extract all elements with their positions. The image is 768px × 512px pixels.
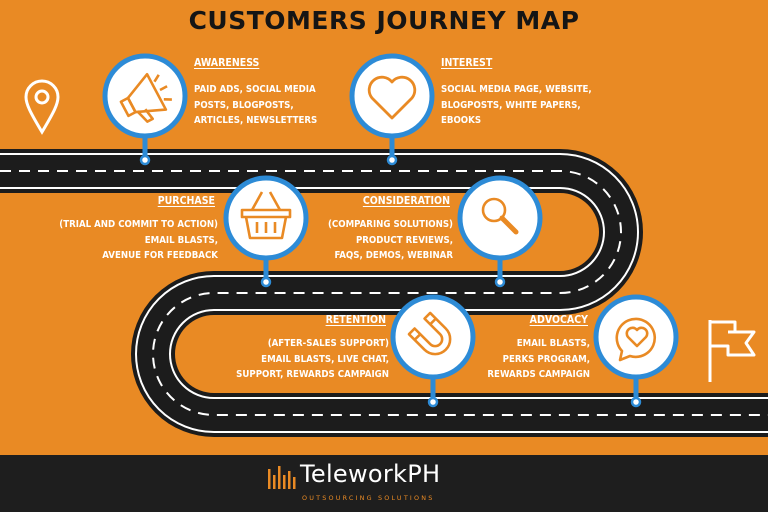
chat-heart-icon [615,317,657,362]
brand-tagline: OUTSOURCING SOLUTIONS [302,494,435,502]
pin-base [139,154,151,166]
pin-base [494,276,506,288]
pin-base [427,396,439,408]
pin-base [386,154,398,166]
page-title: CUSTOMERS JOURNEY MAP [188,6,580,35]
road-center-dashes [0,170,768,416]
stage-text-advocacy: EMAIL BLASTS, PERKS PROGRAM, REWARDS CAM… [487,338,590,380]
pin-base [260,276,272,288]
shopping-basket-icon [240,191,292,240]
teleworkph-logo-icon [268,466,296,489]
stage-title-purchase: PURCHASE [157,195,215,207]
pin-base [630,396,642,408]
stage-title-advocacy: ADVOCACY [529,314,588,326]
megaphone-icon [119,72,172,123]
location-pin-icon [24,79,60,135]
stage-text-consideration: (COMPARING SOLUTIONS) PRODUCT REVIEWS, F… [327,219,453,261]
footer: TeleworkPH OUTSOURCING SOLUTIONS [0,455,768,512]
stage-text-interest: SOCIAL MEDIA PAGE, WEBSITE, BLOGPOSTS, W… [441,84,592,126]
stage-title-interest: INTEREST [441,57,493,69]
stage-text-purchase: (TRIAL AND COMMIT TO ACTION) EMAIL BLAST… [59,219,218,261]
magnifier-icon [481,197,519,235]
stage-text-awareness: PAID ADS, SOCIAL MEDIA POSTS, BLOGPOSTS,… [194,84,318,126]
brand-name: TeleworkPH [300,460,441,488]
stage-title-retention: RETENTION [325,314,386,326]
pin-awareness [102,53,188,139]
pin-retention [390,294,476,380]
stage-title-consideration: CONSIDERATION [362,195,450,207]
pin-interest [349,53,435,139]
heart-icon [367,75,417,120]
stage-text-retention: (AFTER-SALES SUPPORT) EMAIL BLASTS, LIVE… [236,338,389,380]
magnet-icon [407,311,452,356]
finish-flag-icon [708,320,756,382]
pin-advocacy [593,294,679,380]
stage-title-awareness: AWARENESS [194,57,260,69]
